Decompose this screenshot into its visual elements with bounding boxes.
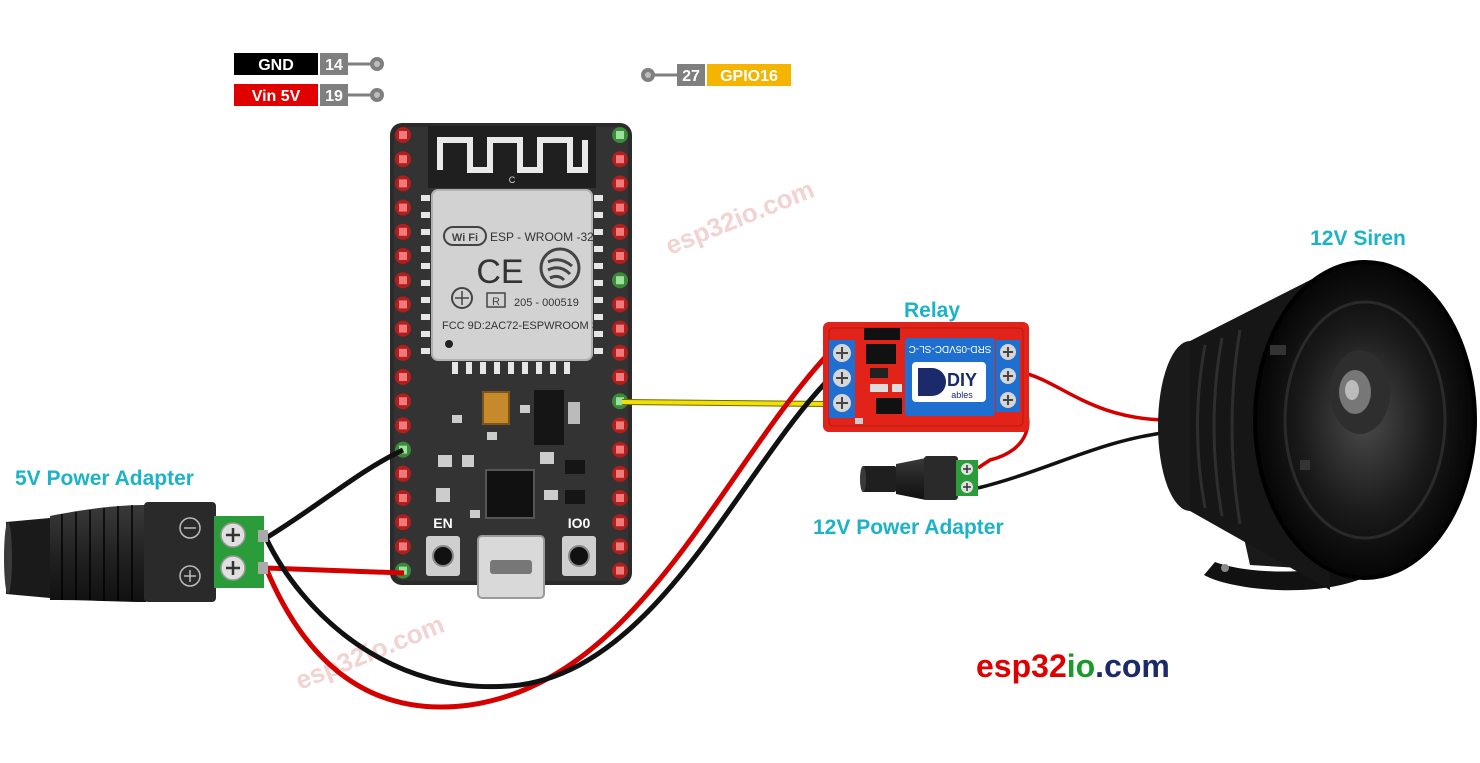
watermark: esp32io.com <box>661 174 818 261</box>
header-pin-pad <box>616 252 624 260</box>
antenna-trace <box>437 137 588 173</box>
pin-gpio-name: GPIO16 <box>720 68 778 85</box>
header-pin-pad <box>399 542 407 551</box>
header-pins-right <box>612 127 628 579</box>
brand-part-com: .com <box>1095 648 1170 684</box>
label-relay: Relay <box>904 299 960 322</box>
relay-module[interactable]: SRD-05VDC-SL-C DIY ables <box>823 322 1029 432</box>
header-pin-pad <box>616 494 624 502</box>
header-pin-pad <box>399 324 407 333</box>
power-adapter-5v <box>4 502 268 602</box>
header-pin-pad <box>616 276 624 285</box>
ce-mark: CE <box>476 253 523 291</box>
header-pin-pad <box>616 518 624 527</box>
header-pin-pad <box>616 131 624 139</box>
r-mark: R <box>492 296 500 308</box>
cert-number: 205 - 000519 <box>514 297 579 309</box>
header-pin-pad <box>399 276 407 285</box>
header-pin-pad <box>616 373 624 381</box>
header-pin-pad <box>616 155 624 164</box>
pin-gpio-number: 27 <box>682 68 700 85</box>
button-io0-label: IO0 <box>568 515 591 531</box>
usb-uart-chip <box>485 469 535 519</box>
header-pin-pad <box>616 348 624 357</box>
fcc-id: FCC 9D:2AC72-ESPWROOM 32 <box>442 320 604 332</box>
power-adapter-12v <box>860 456 978 500</box>
io0-button[interactable] <box>562 536 596 576</box>
brand-part-io: io <box>1067 648 1095 684</box>
header-pin-pad <box>616 542 624 551</box>
header-pin-pad <box>616 227 624 236</box>
espressif-logo <box>539 247 581 289</box>
header-pin-pad <box>616 324 624 333</box>
header-pin-pad <box>399 179 407 188</box>
header-pin-pad <box>399 397 407 406</box>
pin-label-gnd: GND 14 <box>234 53 384 75</box>
siren-12v <box>1158 260 1477 591</box>
header-pin-pad <box>616 421 624 430</box>
wire-relay-gnd-black <box>263 376 832 690</box>
en-button[interactable] <box>426 536 460 576</box>
header-pin-pad <box>399 494 407 502</box>
label-siren: 12V Siren <box>1310 227 1406 250</box>
cert-logo <box>451 287 473 309</box>
pin-label-gpio: 27 GPIO16 <box>641 64 791 86</box>
brand-logo: esp32io.com <box>976 648 1170 684</box>
header-pin-pad <box>399 203 407 212</box>
wire-gpio-yellow <box>621 400 831 406</box>
wroom-module <box>431 189 593 361</box>
pin-label-vin: Vin 5V 19 <box>234 84 384 106</box>
header-pin-pad <box>616 203 624 212</box>
pin-gnd-name: GND <box>258 57 294 74</box>
brand-part-esp32: esp32 <box>976 648 1067 684</box>
wire-siren-red <box>1019 370 1171 422</box>
wire-siren-black <box>977 430 1171 490</box>
micro-usb-port[interactable] <box>477 535 545 599</box>
module-name: ESP - WROOM -32 <box>490 230 594 244</box>
relay-logo: DIY <box>947 370 977 390</box>
pin-vin-name: Vin 5V <box>252 88 301 105</box>
header-pin-pad <box>399 348 407 357</box>
header-pin-pad <box>399 421 407 430</box>
wifi-badge <box>443 226 487 246</box>
header-pin-pad <box>399 252 407 260</box>
capacitor <box>482 391 510 425</box>
header-pin-pad <box>399 469 407 478</box>
header-pin-pad <box>399 155 407 164</box>
button-en-label: EN <box>433 515 452 531</box>
antenna-mark: C <box>509 175 516 185</box>
header-pin-pad <box>616 179 624 188</box>
pin-gnd-number: 14 <box>325 57 343 74</box>
wire-vin-red <box>265 565 405 576</box>
wire-gnd-black <box>264 447 405 541</box>
header-pin-pad <box>399 227 407 236</box>
wire-relay-vcc-red <box>263 350 832 710</box>
header-pin-pad <box>616 397 624 406</box>
header-pin-pad <box>399 131 407 139</box>
wires <box>263 350 1171 710</box>
esp32-board: C Wi Fi ESP - WROOM -32 CE R 205 - 00051… <box>390 123 632 599</box>
header-pin-pad <box>399 373 407 381</box>
label-12v-adapter: 12V Power Adapter <box>813 516 1004 539</box>
relay-logo-sub: ables <box>951 390 973 400</box>
header-pin-pad <box>399 300 407 309</box>
relay-model: SRD-05VDC-SL-C <box>909 343 992 354</box>
regulator <box>534 390 564 445</box>
header-pin-pad <box>616 445 624 454</box>
header-pin-pad <box>616 469 624 478</box>
header-pin-pad <box>616 566 624 575</box>
header-pin-pad <box>616 300 624 309</box>
wifi-badge-text: Wi Fi <box>452 232 478 244</box>
pin-vin-number: 19 <box>325 88 343 105</box>
header-pin-pad <box>399 518 407 527</box>
label-5v-adapter: 5V Power Adapter <box>15 467 194 490</box>
header-pin-pad <box>399 445 407 454</box>
